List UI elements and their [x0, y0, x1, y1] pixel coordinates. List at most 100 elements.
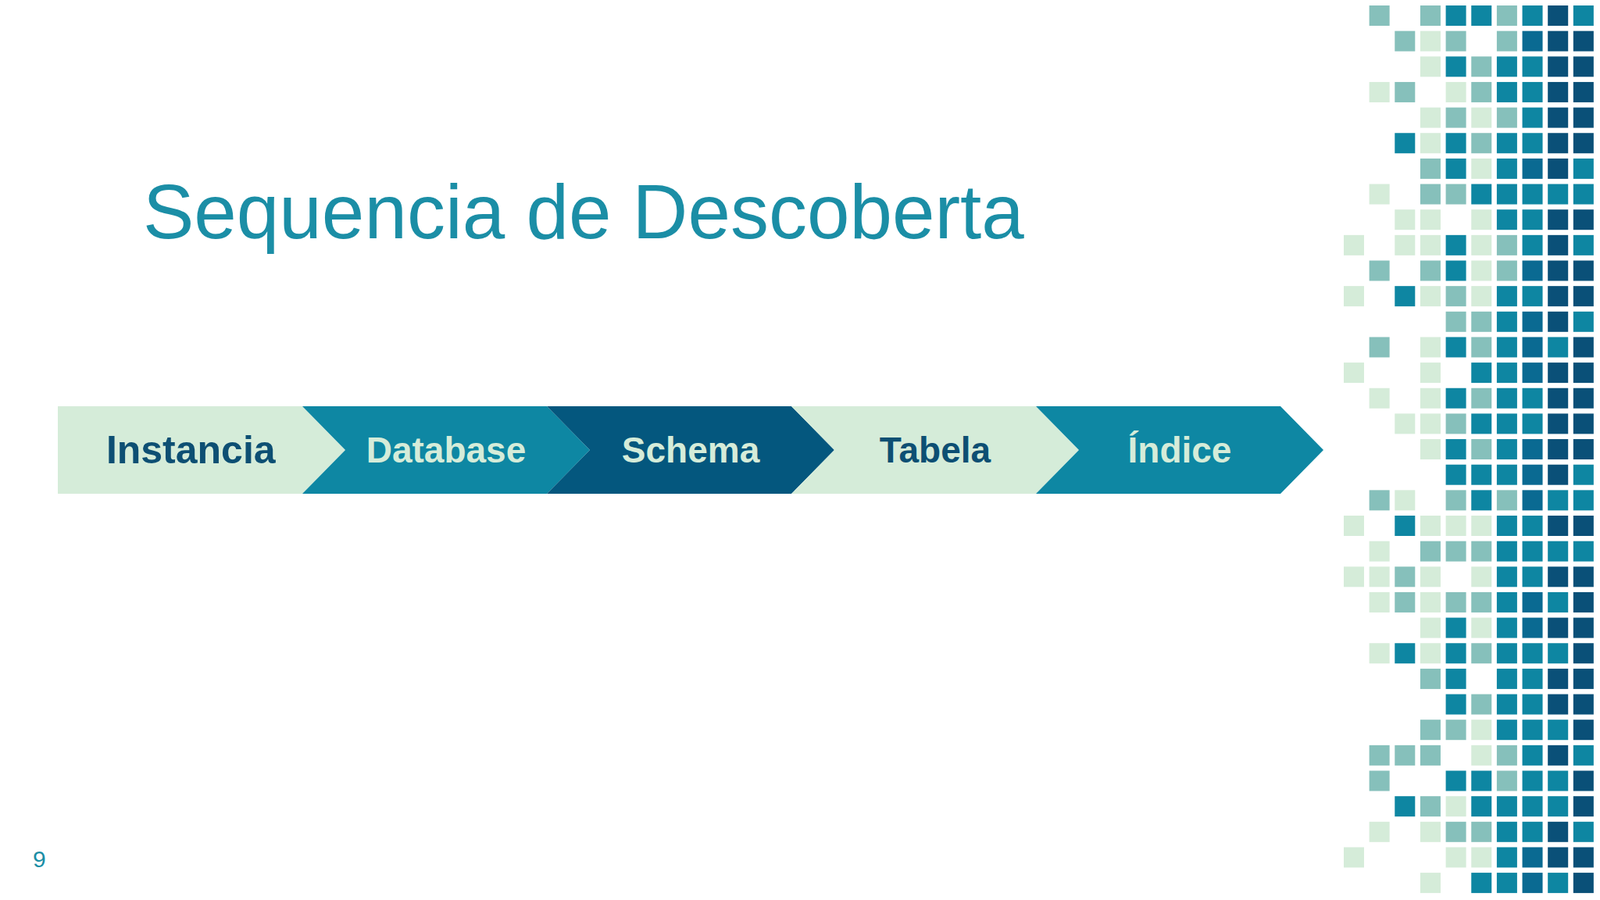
- pixel-square: [1446, 158, 1467, 179]
- pixel-square: [1394, 745, 1415, 766]
- pixel-square: [1547, 489, 1568, 511]
- pixel-square: [1446, 821, 1467, 843]
- pixel-square: [1446, 592, 1467, 613]
- pixel-square: [1522, 541, 1543, 562]
- pixel-square: [1394, 489, 1415, 511]
- pixel-square: [1522, 515, 1543, 536]
- pixel-square: [1573, 464, 1594, 486]
- pixel-square: [1496, 846, 1518, 868]
- pixel-square: [1547, 336, 1568, 358]
- pixel-square: [1446, 82, 1467, 103]
- pixel-square: [1547, 771, 1568, 792]
- pixel-square: [1446, 771, 1467, 792]
- pixel-square: [1471, 821, 1492, 843]
- pixel-square: [1471, 617, 1492, 639]
- page-number: 9: [32, 847, 47, 872]
- pixel-square: [1446, 184, 1467, 205]
- pixel-square: [1522, 285, 1543, 307]
- pixel-square: [1471, 771, 1492, 792]
- pixel-square: [1471, 515, 1492, 536]
- pixel-square: [1522, 388, 1543, 409]
- pixel-square: [1420, 5, 1441, 26]
- pixel-square: [1522, 439, 1543, 460]
- pixel-square: [1471, 719, 1492, 740]
- pixel-square: [1573, 158, 1594, 179]
- pixel-square: [1471, 796, 1492, 817]
- pixel-square: [1471, 311, 1492, 333]
- pixel-square: [1420, 668, 1441, 690]
- pixel-square: [1547, 260, 1568, 282]
- pixel-square: [1471, 541, 1492, 562]
- pixel-square: [1471, 184, 1492, 205]
- pixel-square: [1343, 235, 1365, 256]
- pixel-square: [1420, 566, 1441, 587]
- pixel-square: [1496, 872, 1518, 893]
- pixel-square: [1496, 388, 1518, 409]
- pixel-square: [1471, 362, 1492, 383]
- pixel-square: [1496, 694, 1518, 715]
- pixel-square: [1573, 285, 1594, 307]
- pixel-square: [1547, 694, 1568, 715]
- pixel-square: [1369, 642, 1390, 664]
- pixel-square: [1471, 592, 1492, 613]
- pixel-square: [1420, 132, 1441, 154]
- step-label: Instancia: [106, 428, 276, 472]
- pixel-square: [1573, 235, 1594, 256]
- pixel-square: [1471, 285, 1492, 307]
- pixel-square: [1446, 311, 1467, 333]
- pixel-square: [1446, 413, 1467, 434]
- pixel-square: [1369, 821, 1390, 843]
- pixel-square: [1547, 158, 1568, 179]
- pixel-square: [1446, 5, 1467, 26]
- pixel-square: [1471, 235, 1492, 256]
- pixel-square: [1394, 31, 1415, 52]
- pixel-square: [1471, 56, 1492, 77]
- pixel-square: [1369, 745, 1390, 766]
- pixel-square: [1446, 719, 1467, 740]
- pixel-square: [1573, 642, 1594, 664]
- pixel-square: [1471, 336, 1492, 358]
- pixel-square: [1496, 668, 1518, 690]
- pixel-square: [1496, 285, 1518, 307]
- pixel-square: [1547, 362, 1568, 383]
- pixel-square: [1446, 388, 1467, 409]
- pixel-square: [1420, 719, 1441, 740]
- pixel-square: [1446, 107, 1467, 129]
- pixel-square: [1547, 285, 1568, 307]
- pixel-square: [1496, 566, 1518, 587]
- pixel-square: [1420, 235, 1441, 256]
- pixel-square: [1420, 515, 1441, 536]
- pixel-square: [1547, 184, 1568, 205]
- pixel-square: [1394, 515, 1415, 536]
- pixel-square: [1573, 566, 1594, 587]
- pixel-square: [1420, 796, 1441, 817]
- pixel-square: [1573, 846, 1594, 868]
- chevron-step: Tabela: [791, 406, 1079, 494]
- pixel-square: [1420, 184, 1441, 205]
- pixel-square: [1394, 235, 1415, 256]
- pixel-square: [1547, 796, 1568, 817]
- pixel-square: [1522, 311, 1543, 333]
- pixel-square: [1573, 107, 1594, 129]
- pixel-square: [1446, 132, 1467, 154]
- pixel-square: [1420, 617, 1441, 639]
- pixel-square: [1573, 260, 1594, 282]
- pixel-square: [1496, 771, 1518, 792]
- pixel-square: [1369, 82, 1390, 103]
- pixel-square: [1446, 464, 1467, 486]
- pixel-square: [1496, 439, 1518, 460]
- pixel-square: [1471, 464, 1492, 486]
- pixel-square: [1496, 235, 1518, 256]
- pixel-square: [1446, 846, 1467, 868]
- pixel-square: [1522, 668, 1543, 690]
- pixel-square: [1496, 719, 1518, 740]
- pixel-square: [1573, 719, 1594, 740]
- pixel-square: [1446, 642, 1467, 664]
- pixel-square: [1522, 56, 1543, 77]
- pixel-square: [1522, 592, 1543, 613]
- pixel-square: [1471, 642, 1492, 664]
- pixel-square: [1369, 771, 1390, 792]
- pixel-square: [1573, 388, 1594, 409]
- pixel-square: [1496, 311, 1518, 333]
- pixel-square: [1522, 719, 1543, 740]
